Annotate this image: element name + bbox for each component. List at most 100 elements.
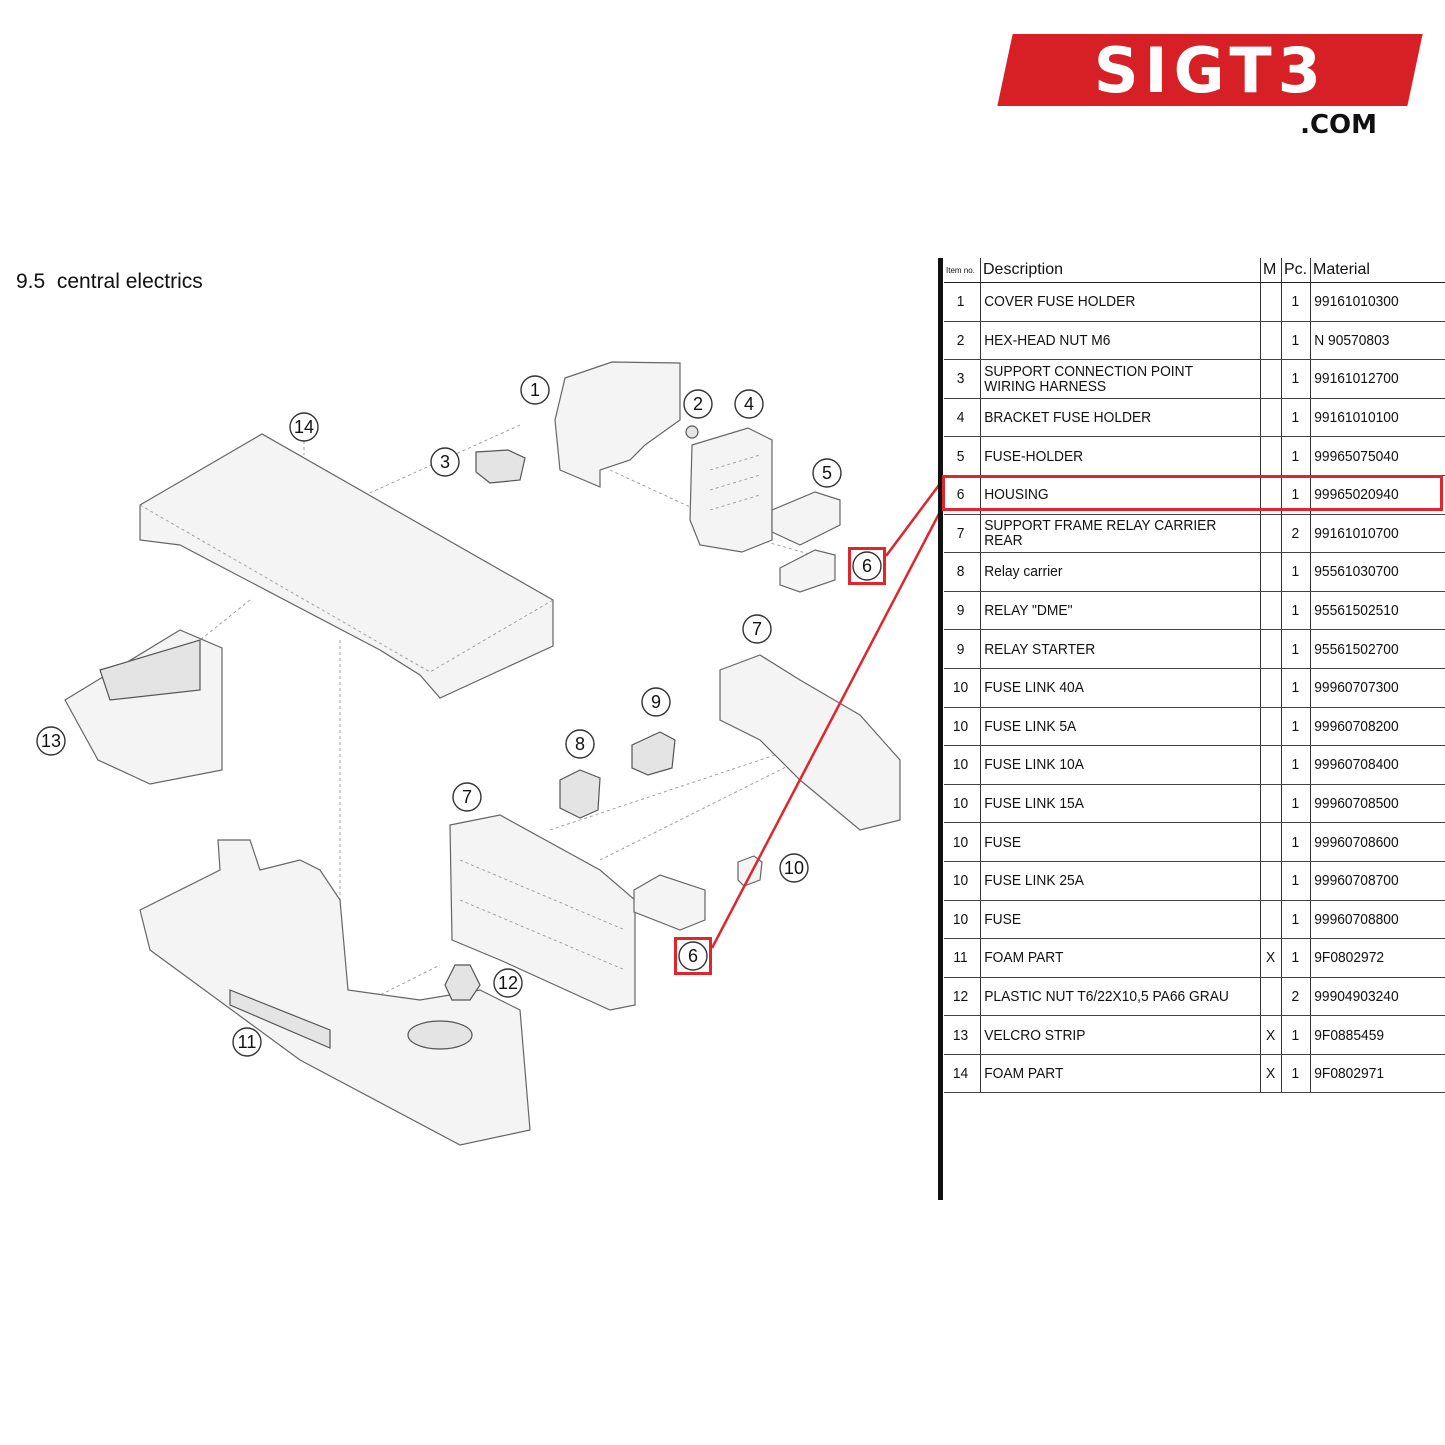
cell-pc: 1 xyxy=(1281,1054,1309,1094)
cell-pc: 1 xyxy=(1281,784,1309,824)
cell-description: FUSE xyxy=(980,900,1239,940)
relay xyxy=(631,731,676,776)
cell-pc: 1 xyxy=(1281,938,1309,978)
cell-material: 95561502700 xyxy=(1310,629,1435,669)
callout-10[interactable]: 10 xyxy=(779,853,809,883)
cell-material: 99161010300 xyxy=(1310,282,1435,322)
cell-material: 99960708700 xyxy=(1310,861,1435,901)
cell-m xyxy=(1260,668,1280,708)
cell-item-no: 4 xyxy=(944,398,978,438)
cell-description: FOAM PART xyxy=(980,1054,1239,1094)
foam-part-bottom xyxy=(139,839,531,1146)
cell-pc: 1 xyxy=(1281,359,1309,399)
cell-item-no: 7 xyxy=(944,514,978,554)
cell-item-no: 9 xyxy=(944,591,978,631)
cell-m xyxy=(1260,822,1280,862)
header-m: M xyxy=(1260,258,1282,283)
cell-material: 99960708400 xyxy=(1310,745,1435,785)
callout-2[interactable]: 2 xyxy=(683,389,713,419)
cell-description: FUSE LINK 25A xyxy=(980,861,1239,901)
callout-7-rear[interactable]: 7 xyxy=(742,614,772,644)
cell-m xyxy=(1260,745,1280,785)
callout-5[interactable]: 5 xyxy=(812,458,842,488)
cell-description: FUSE-HOLDER xyxy=(980,436,1239,476)
cell-material: 99161010100 xyxy=(1310,398,1435,438)
callout-6-lower[interactable]: 6 xyxy=(678,941,708,971)
cell-m xyxy=(1260,282,1280,322)
cell-material: 99960707300 xyxy=(1310,668,1435,708)
cell-m xyxy=(1260,475,1280,515)
cell-material: 99161010700 xyxy=(1310,514,1435,554)
cell-item-no: 13 xyxy=(944,1015,978,1055)
section-title: 9.5 central electrics xyxy=(16,270,203,294)
callout-12[interactable]: 12 xyxy=(493,968,523,998)
callout-14[interactable]: 14 xyxy=(289,412,319,442)
cell-description: Relay carrier xyxy=(980,552,1239,592)
svg-text:5: 5 xyxy=(822,463,832,483)
header-pc: Pc. xyxy=(1281,258,1311,283)
cell-item-no: 10 xyxy=(944,822,978,862)
callout-11[interactable]: 11 xyxy=(232,1027,262,1057)
svg-text:11: 11 xyxy=(238,1032,257,1052)
callout-8[interactable]: 8 xyxy=(565,729,595,759)
callout-4[interactable]: 4 xyxy=(734,389,764,419)
cell-item-no: 10 xyxy=(944,668,978,708)
cell-description: FUSE LINK 40A xyxy=(980,668,1239,708)
cell-pc: 2 xyxy=(1281,977,1309,1017)
cell-m xyxy=(1260,398,1280,438)
housing-lower xyxy=(633,874,706,931)
cell-m xyxy=(1260,591,1280,631)
callout-7-front[interactable]: 7 xyxy=(452,782,482,812)
logo-domain: .COM xyxy=(1300,110,1377,140)
hex-nut xyxy=(685,425,699,439)
cell-m xyxy=(1260,552,1280,592)
cell-pc: 1 xyxy=(1281,1015,1309,1055)
cell-item-no: 14 xyxy=(944,1054,978,1094)
callout-9[interactable]: 9 xyxy=(641,687,671,717)
cell-m: X xyxy=(1260,1054,1280,1094)
svg-text:2: 2 xyxy=(693,394,703,414)
cell-description: FUSE LINK 15A xyxy=(980,784,1239,824)
cell-description: FUSE xyxy=(980,822,1239,862)
cell-m xyxy=(1260,900,1280,940)
cell-m xyxy=(1260,977,1280,1017)
cell-description: HEX-HEAD NUT M6 xyxy=(980,321,1239,361)
section-number: 9.5 xyxy=(16,270,46,293)
cell-item-no: 10 xyxy=(944,900,978,940)
cell-material: 99960708200 xyxy=(1310,707,1435,747)
cell-item-no: 11 xyxy=(944,938,978,978)
plastic-nut xyxy=(444,964,481,1001)
cell-item-no: 2 xyxy=(944,321,978,361)
cell-material: 95561030700 xyxy=(1310,552,1435,592)
callout-1[interactable]: 1 xyxy=(520,375,550,405)
cell-material: 95561502510 xyxy=(1310,591,1435,631)
relay-carrier xyxy=(559,769,601,819)
callout-13[interactable]: 13 xyxy=(36,726,66,756)
support-frame-rear xyxy=(719,654,901,831)
cell-description: SUPPORT CONNECTION POINT WIRING HARNESS xyxy=(980,359,1239,399)
cell-material: 99965075040 xyxy=(1310,436,1435,476)
cell-m: X xyxy=(1260,1015,1280,1055)
callout-3[interactable]: 3 xyxy=(430,447,460,477)
cell-pc: 1 xyxy=(1281,282,1309,322)
